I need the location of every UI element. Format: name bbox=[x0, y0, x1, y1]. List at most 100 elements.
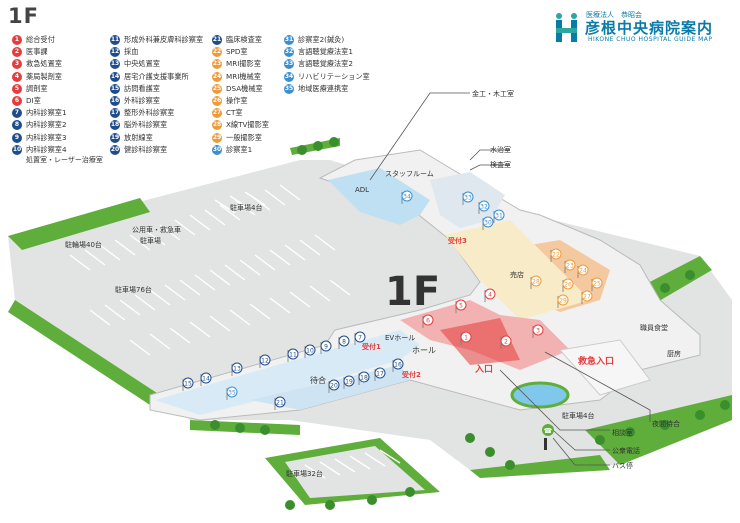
room-marker: 25 bbox=[591, 277, 603, 291]
room-marker-number: 19 bbox=[345, 379, 353, 386]
ukezuke2-label: 受付2 bbox=[402, 370, 421, 379]
hall-label: ホール bbox=[412, 346, 436, 355]
legend-number-badge: 23 bbox=[212, 59, 222, 70]
legend-number-badge: 11 bbox=[110, 35, 120, 45]
room-marker-number: 7 bbox=[358, 335, 362, 342]
legend-label: 整形外科診察室 bbox=[124, 108, 175, 118]
room-marker-number: 29 bbox=[559, 298, 567, 305]
legend-label: 脳外科診察室 bbox=[124, 120, 168, 130]
room-marker-number: 26 bbox=[564, 282, 572, 289]
legend-number-badge: 25 bbox=[212, 83, 222, 94]
legend-label: 医事課 bbox=[26, 47, 48, 57]
ukezuke3-label: 受付3 bbox=[448, 236, 467, 245]
room-marker: 32 bbox=[478, 200, 490, 214]
room-marker: 33 bbox=[462, 191, 474, 205]
callout-lines bbox=[369, 92, 651, 466]
legend-number-badge: 4 bbox=[12, 71, 22, 82]
ukezuke1-label: 受付1 bbox=[362, 342, 381, 351]
legend-number-badge: 22 bbox=[212, 47, 222, 58]
corporation-name: 医療法人 恭昭会 bbox=[586, 11, 642, 19]
room-marker-number: 32 bbox=[480, 204, 488, 211]
logo-title: 彦根中央病院案内 bbox=[585, 19, 714, 37]
legend-number-badge: 3 bbox=[12, 59, 22, 70]
phone-icon bbox=[542, 424, 554, 436]
chubo-label: 厨房 bbox=[667, 349, 681, 358]
legend-number-badge: 26 bbox=[212, 96, 222, 107]
legend-number-badge: 21 bbox=[212, 35, 222, 45]
room-marker-number: 31 bbox=[495, 213, 503, 220]
room-marker: 24 bbox=[577, 264, 589, 278]
bus-label: バス停 bbox=[612, 461, 633, 470]
room-marker: 12 bbox=[259, 354, 271, 368]
legend-label: リハビリテーション室 bbox=[298, 71, 370, 81]
kinko-label: 金工・木工室 bbox=[472, 89, 514, 98]
room-marker-number: 3 bbox=[536, 328, 540, 335]
yakan-label: 夜間待合 bbox=[652, 419, 680, 428]
legend-number-badge: 29 bbox=[212, 132, 222, 143]
room-marker-number: 27 bbox=[583, 294, 591, 301]
legend-label: 総合受付 bbox=[26, 35, 55, 44]
hospital-logo-icon bbox=[556, 13, 577, 42]
room-marker-number: 18 bbox=[360, 375, 368, 382]
room-marker: 21 bbox=[274, 396, 286, 410]
legend-label: 調剤室 bbox=[26, 83, 48, 93]
room-marker-number: 12 bbox=[261, 358, 269, 365]
parking40-label: 駐輪場40台 bbox=[65, 240, 102, 249]
map-text: 金工・木工室 水治室 検査室 スタッフルーム ADL 駐車場4台 駐輪場40台 … bbox=[65, 89, 681, 478]
green-area bbox=[190, 420, 300, 435]
kensa-label: 検査室 bbox=[490, 160, 511, 169]
ev-label: EVホール bbox=[385, 334, 415, 342]
room-marker-number: 14 bbox=[202, 376, 210, 383]
legend-label: 言語聴覚療法室1 bbox=[298, 47, 353, 57]
room-marker-number: 16 bbox=[394, 362, 402, 369]
big-floor-label: 1F bbox=[385, 269, 440, 315]
room-marker: 11 bbox=[287, 348, 299, 362]
legend-number-badge: 16 bbox=[110, 96, 120, 107]
bus-stop-icon bbox=[544, 438, 547, 450]
parking-stripes bbox=[69, 184, 401, 479]
room-marker-number: 6 bbox=[426, 318, 430, 325]
room-marker: 8 bbox=[338, 335, 350, 349]
fountain bbox=[510, 381, 570, 409]
room-marker: 15 bbox=[182, 377, 194, 391]
room-marker-number: 30 bbox=[484, 220, 492, 227]
machiai-label: 待合 bbox=[310, 375, 326, 385]
room-marker: 5 bbox=[455, 299, 467, 313]
sodan-label: 相談室 bbox=[612, 428, 633, 437]
legend-label: 内科診察室1 bbox=[26, 108, 67, 118]
reception-core bbox=[440, 318, 520, 365]
shokuin-label: 職員食堂 bbox=[640, 323, 668, 332]
room-marker: 4 bbox=[484, 288, 496, 302]
legend-number-badge: 6 bbox=[12, 96, 22, 107]
parking32-label: 駐車場32台 bbox=[286, 469, 323, 478]
room-marker-number: 22 bbox=[552, 252, 560, 259]
room-marker: 29 bbox=[557, 294, 569, 308]
legend-number-badge: 8 bbox=[12, 120, 22, 131]
ambulance-bay bbox=[559, 339, 651, 396]
legend-number-badge: 9 bbox=[12, 132, 22, 143]
room-marker: 35 bbox=[226, 386, 238, 400]
legend-number-badge: 14 bbox=[110, 71, 120, 82]
